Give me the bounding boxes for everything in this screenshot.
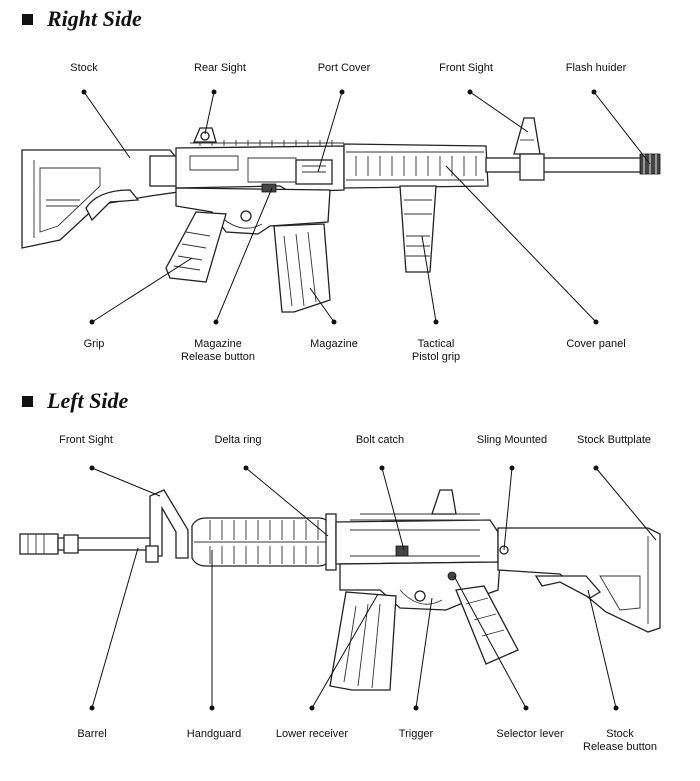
right-lower-receiver xyxy=(175,187,331,235)
label-magazine-release-line2: Release button xyxy=(181,351,255,363)
left-front-sight xyxy=(149,489,189,559)
left-side-heading: Left Side xyxy=(22,388,128,414)
label-front-sight-right: Front Sight xyxy=(439,62,493,74)
right-tactical-grip xyxy=(399,185,437,273)
left-leader-lines xyxy=(89,465,657,711)
label-tactical-pistol-grip: Tactical Pistol grip xyxy=(412,338,460,364)
label-barrel: Barrel xyxy=(77,728,107,740)
bullet-square-icon xyxy=(22,395,33,407)
label-grip: Grip xyxy=(83,338,105,350)
label-trigger: Trigger xyxy=(398,728,434,740)
label-stock-buttplate: Stock Buttplate xyxy=(577,434,651,446)
right-side-rifle xyxy=(21,117,661,313)
left-side-rifle xyxy=(19,489,661,691)
label-bolt-catch: Bolt catch xyxy=(355,434,405,446)
right-side-heading: Right Side xyxy=(22,6,142,32)
label-tactical-line2: Pistol grip xyxy=(411,351,461,363)
label-cover-panel: Cover panel xyxy=(566,338,626,350)
left-grip xyxy=(455,585,519,665)
label-rear-sight: Rear Sight xyxy=(194,62,246,74)
label-tactical-line1: Tactical xyxy=(417,338,455,350)
label-front-sight-left: Front Sight xyxy=(59,434,113,446)
label-magazine-release-line1: Magazine xyxy=(194,338,242,350)
label-delta-ring: Delta ring xyxy=(214,434,262,446)
right-magazine xyxy=(273,223,331,313)
label-flash-hider: Flash huider xyxy=(565,62,627,74)
bullet-square-icon xyxy=(22,13,33,25)
label-lower-receiver: Lower receiver xyxy=(275,728,349,740)
label-stock-release-button: Stock Release button xyxy=(583,728,657,754)
label-stock-release-line2: Release button xyxy=(583,741,657,753)
left-side-title: Left Side xyxy=(47,388,129,413)
label-stock: Stock xyxy=(70,62,98,74)
left-upper-receiver xyxy=(335,519,499,565)
right-barrel xyxy=(485,157,647,173)
left-magazine xyxy=(329,591,397,691)
label-sling-mounted: Sling Mounted xyxy=(476,434,548,446)
right-side-title: Right Side xyxy=(47,6,142,31)
label-handguard: Handguard xyxy=(186,728,242,740)
label-stock-release-line1: Stock xyxy=(606,728,634,740)
label-magazine: Magazine xyxy=(310,338,358,350)
left-flash-hider xyxy=(19,533,59,555)
right-leader-lines xyxy=(81,89,651,325)
right-grip xyxy=(165,211,227,283)
label-port-cover: Port Cover xyxy=(317,62,371,74)
label-magazine-release: Magazine Release button xyxy=(181,338,255,364)
label-selector-lever: Selector lever xyxy=(496,728,564,740)
